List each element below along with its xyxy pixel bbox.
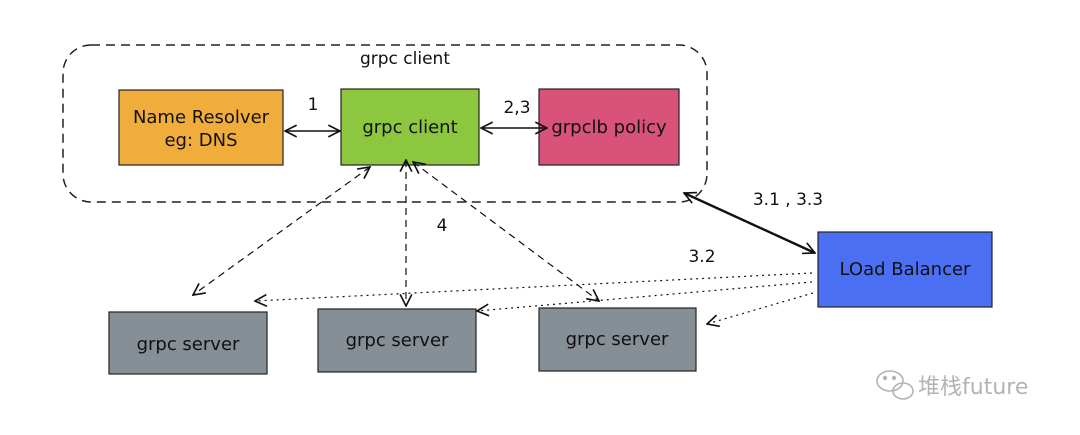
grpc-server-2-box: grpc server (317, 308, 477, 373)
watermark: 堆栈future (876, 370, 1028, 400)
edge-label-2-3: 2,3 (503, 98, 530, 118)
grpc-server-3-box: grpc server (538, 307, 697, 372)
lb-server1-arrow (255, 272, 813, 301)
lb-server3-arrow (707, 292, 814, 324)
load-balancer-label: LOad Balancer (840, 259, 972, 280)
edge-label-3-1-3-3: 3.1 , 3.3 (753, 190, 823, 210)
client-server1-arrow (193, 167, 370, 295)
grpc-server-1-label: grpc server (137, 334, 240, 355)
edge-label-4: 4 (437, 216, 448, 236)
edge-label-1: 1 (308, 95, 319, 115)
name-resolver-box: Name Resolver eg: DNS (118, 89, 284, 166)
wechat-icon (876, 370, 914, 400)
group-label: grpc client (360, 49, 450, 69)
grpc-client-box: grpc client (340, 88, 480, 166)
grpc-server-2-label: grpc server (346, 330, 449, 351)
edge-label-3-2: 3.2 (688, 247, 715, 267)
watermark-text: 堆栈future (918, 375, 1028, 400)
grpc-server-1-box: grpc server (108, 311, 268, 375)
load-balancer-box: LOad Balancer (817, 231, 993, 308)
name-resolver-sublabel: eg: DNS (164, 130, 237, 151)
grpclb-policy-label: grpclb policy (551, 117, 667, 138)
grpc-server-3-label: grpc server (566, 329, 669, 350)
grpc-client-label: grpc client (362, 117, 457, 138)
name-resolver-label: Name Resolver (133, 107, 270, 128)
client-server3-arrow (413, 162, 599, 301)
lb-server2-arrow (477, 281, 813, 311)
grpclb-policy-box: grpclb policy (538, 88, 680, 166)
client-group-boundary (62, 44, 708, 203)
lb-policy-arrow (684, 193, 815, 253)
